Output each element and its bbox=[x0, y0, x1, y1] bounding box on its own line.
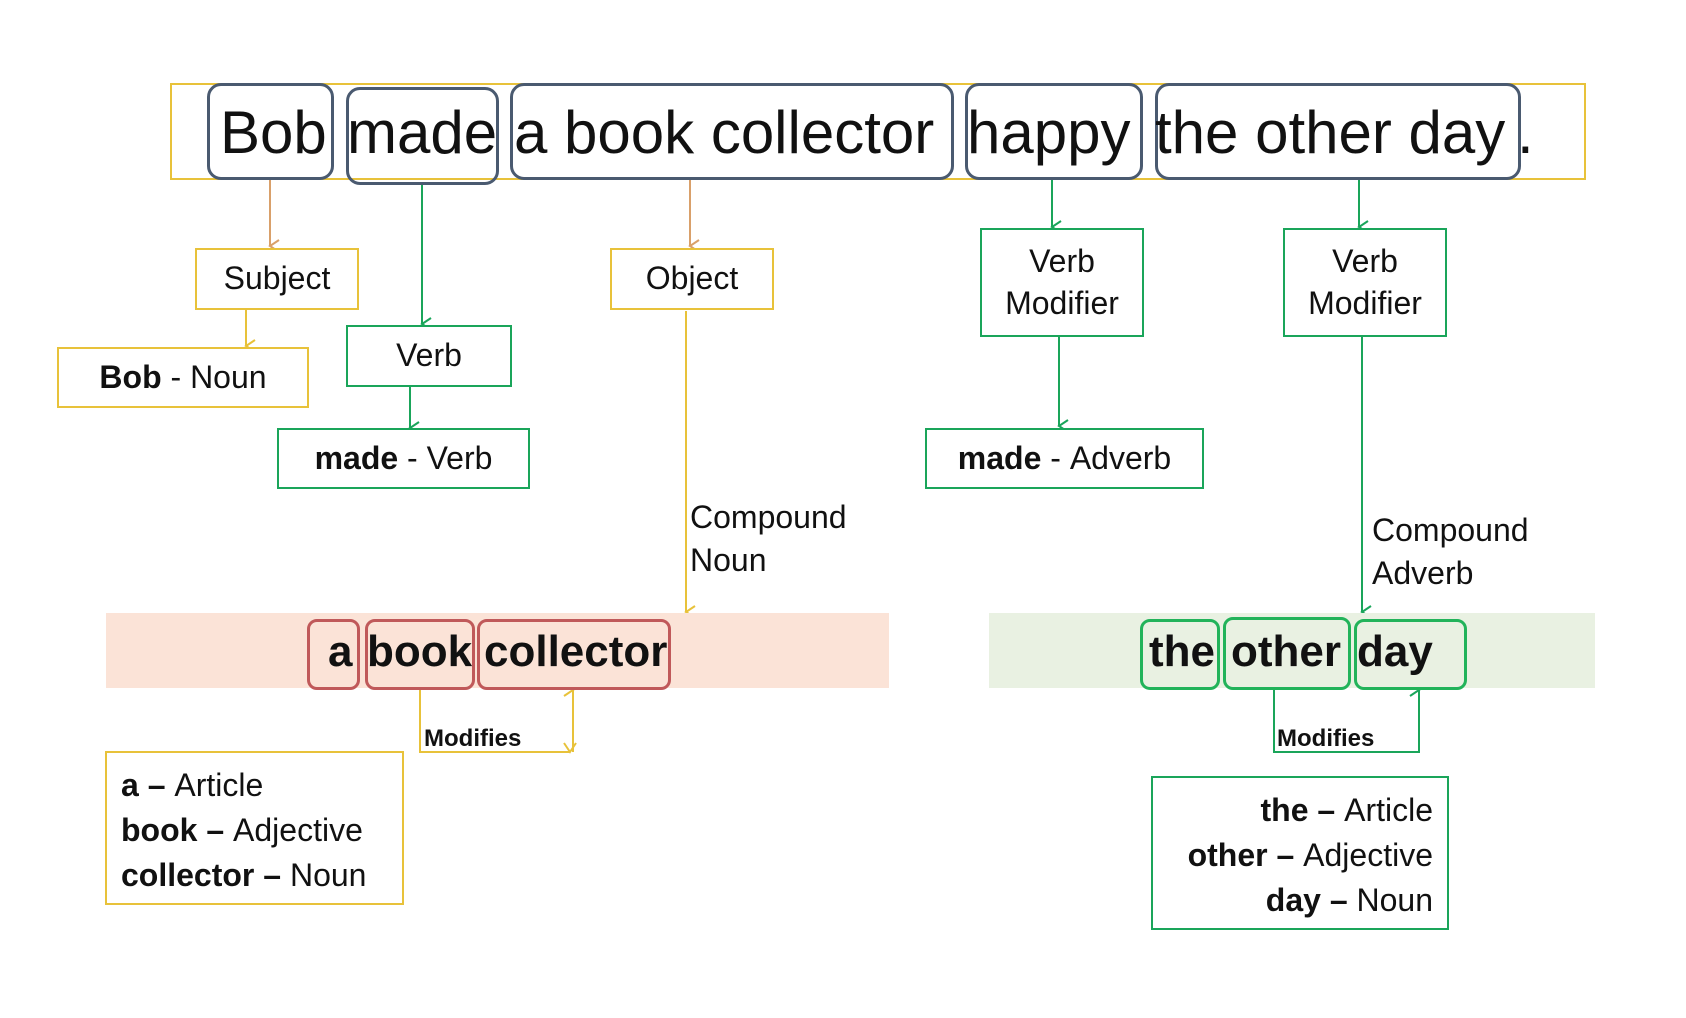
sentence-word-object: a book collector bbox=[514, 99, 935, 166]
role-verb: Verb bbox=[346, 325, 512, 387]
def-word: a bbox=[121, 767, 139, 803]
def-pos: Noun bbox=[289, 856, 367, 893]
def-dash: – bbox=[254, 856, 290, 893]
compound-noun-band bbox=[106, 613, 889, 688]
role-subject: Subject bbox=[195, 248, 359, 310]
def-word: the bbox=[1260, 792, 1309, 828]
pos-type: Adverb bbox=[1069, 439, 1172, 476]
def-dash: – bbox=[197, 811, 234, 848]
def-word: other bbox=[1187, 836, 1268, 873]
def-dash: – bbox=[1320, 881, 1357, 918]
compound-noun-word-box-book bbox=[365, 619, 475, 690]
definition-row: book – Adjective bbox=[121, 808, 388, 853]
pos-sep: - bbox=[398, 439, 427, 476]
pos-word: made bbox=[314, 439, 399, 476]
def-dash: – bbox=[1308, 792, 1345, 828]
def-pos: Article bbox=[174, 767, 264, 803]
def-word: book bbox=[121, 811, 198, 848]
compound-noun-word-a: a bbox=[328, 627, 353, 676]
pos-bob-noun: Bob - Noun bbox=[57, 347, 309, 408]
compound-noun-word-book: book bbox=[367, 627, 473, 676]
def-word: collector bbox=[121, 856, 255, 893]
sentence-word-time: the other day bbox=[1155, 99, 1506, 166]
sentence-chunk-bob bbox=[207, 83, 334, 180]
def-dash: – bbox=[138, 767, 175, 803]
definition-row: other – Adjective bbox=[1167, 833, 1433, 878]
sentence-word-bob: Bob bbox=[220, 99, 327, 166]
sentence-bar bbox=[170, 83, 1586, 180]
sentence-chunk-time bbox=[1155, 83, 1521, 180]
compound-adverb-word-box-other bbox=[1223, 617, 1351, 690]
role-verb-modifier-2: Verb Modifier bbox=[1283, 228, 1447, 337]
compound-adverb-word-other: other bbox=[1231, 627, 1341, 676]
compound-noun-label: Compound Noun bbox=[690, 499, 847, 579]
sentence-period: . bbox=[1517, 99, 1534, 166]
pos-sep: - bbox=[1041, 439, 1070, 476]
compound-adverb-label: Compound Adverb bbox=[1372, 512, 1529, 592]
pos-type: Verb bbox=[426, 439, 493, 476]
def-pos: Article bbox=[1344, 792, 1433, 828]
compound-adverb-word-box-day bbox=[1354, 619, 1467, 690]
compound-adverb-definitions: the – Article other – Adjective day – No… bbox=[1151, 776, 1449, 930]
arrow-modifies-adverb bbox=[1273, 683, 1421, 753]
pos-word: Bob bbox=[99, 358, 162, 395]
pos-sep: - bbox=[161, 358, 191, 395]
sentence-chunk-object bbox=[510, 83, 954, 180]
def-word: day bbox=[1265, 881, 1321, 918]
compound-adverb-word-box-the bbox=[1140, 619, 1220, 690]
role-object: Object bbox=[610, 248, 774, 310]
sentence-chunk-made bbox=[346, 87, 499, 185]
definition-row: collector – Noun bbox=[121, 853, 388, 898]
pos-made-adverb: made - Adverb bbox=[925, 428, 1204, 489]
pos-word: made bbox=[957, 439, 1042, 476]
sentence-word-happy: happy bbox=[967, 99, 1131, 166]
pos-made-verb: made - Verb bbox=[277, 428, 530, 489]
sentence-chunk-happy bbox=[965, 83, 1143, 180]
role-verb-modifier-1: Verb Modifier bbox=[980, 228, 1144, 337]
compound-adverb-band bbox=[989, 613, 1595, 688]
compound-noun-word-collector: collector bbox=[484, 627, 668, 676]
def-pos: Noun bbox=[1356, 881, 1434, 918]
compound-noun-word-box-collector bbox=[477, 619, 671, 690]
def-dash: – bbox=[1267, 836, 1304, 873]
definition-row: day – Noun bbox=[1167, 878, 1433, 923]
def-pos: Adjective bbox=[233, 811, 363, 848]
compound-adverb-word-the: the bbox=[1149, 627, 1215, 676]
compound-noun-definitions: a – Article book – Adjective collector –… bbox=[105, 751, 404, 905]
compound-adverb-modifies-label: Modifies bbox=[1277, 725, 1375, 752]
compound-noun-word-box-a bbox=[307, 619, 360, 690]
arrow-modifies-noun bbox=[419, 686, 577, 754]
def-pos: Adjective bbox=[1303, 836, 1433, 873]
definition-row: a – Article bbox=[121, 763, 388, 808]
pos-type: Noun bbox=[190, 358, 267, 395]
compound-noun-modifies-label: Modifies bbox=[424, 725, 522, 752]
definition-row: the – Article bbox=[1167, 788, 1433, 833]
sentence-word-made: made bbox=[347, 99, 498, 166]
compound-adverb-word-day: day bbox=[1357, 627, 1433, 676]
